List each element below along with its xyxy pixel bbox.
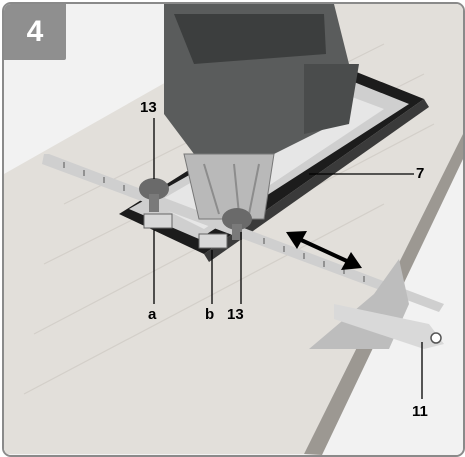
callout-11: 11: [412, 403, 428, 420]
callout-13-top: 13: [140, 99, 157, 116]
callout-13-bottom: 13: [227, 306, 244, 323]
wing-knob-left: [139, 178, 169, 200]
double-arrow-icon: [286, 231, 362, 270]
jigsaw-parallel-guide-illustration: [4, 4, 463, 455]
blade-guard: [183, 153, 275, 220]
callout-a: a: [148, 306, 157, 323]
wing-knob-right: [222, 208, 252, 230]
figure-number-badge: 4: [4, 4, 66, 60]
callout-7: 7: [416, 165, 425, 182]
callout-b: b: [205, 306, 215, 323]
